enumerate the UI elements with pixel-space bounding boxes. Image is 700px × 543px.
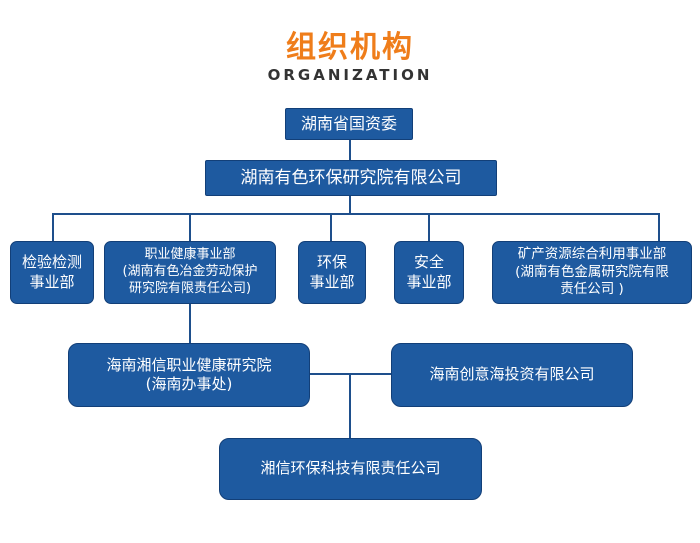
node-hainan-xiangxin: 海南湘信职业健康研究院 (海南办事处) <box>68 343 310 407</box>
connector-drop-environment <box>330 213 332 241</box>
node-occupational: 职业健康事业部 (湖南有色冶金劳动保护 研究院有限责任公司) <box>104 241 276 304</box>
node-mineral-line-1: 矿产资源综合利用事业部 <box>517 246 667 263</box>
connector-drop-inspection <box>52 213 54 241</box>
node-occupational-line-3: 研究院有限责任公司) <box>128 280 252 296</box>
node-environment: 环保 事业部 <box>298 241 366 304</box>
connector-institute-bus <box>349 196 351 214</box>
connector-bridge-xiangxin <box>349 373 351 438</box>
node-occupational-line-2: (湖南有色冶金劳动保护 <box>122 264 258 280</box>
node-institute-label: 湖南有色环保研究院有限公司 <box>240 167 462 188</box>
page-title: 组织机构 <box>286 30 414 65</box>
node-safety: 安全 事业部 <box>394 241 464 304</box>
connector-root-institute <box>349 139 351 160</box>
node-mineral-line-3: 责任公司 ) <box>560 281 624 298</box>
node-inspection-line-1: 检验检测 <box>21 253 82 271</box>
node-safety-line-1: 安全 <box>413 253 444 271</box>
node-hainan-chuangyi: 海南创意海投资有限公司 <box>391 343 633 407</box>
node-hainan-chuangyi-label: 海南创意海投资有限公司 <box>429 365 595 384</box>
connector-drop-occupational <box>189 213 191 241</box>
node-xiangxin-env-label: 湘信环保科技有限责任公司 <box>260 459 441 478</box>
node-inspection: 检验检测 事业部 <box>10 241 94 304</box>
node-environment-line-1: 环保 <box>316 253 347 271</box>
connector-drop-safety <box>428 213 430 241</box>
connector-occupational-hainan <box>189 303 191 343</box>
node-mineral: 矿产资源综合利用事业部 (湖南有色金属研究院有限 责任公司 ) <box>492 241 692 304</box>
node-mineral-line-2: (湖南有色金属研究院有限 <box>515 263 669 280</box>
node-safety-line-2: 事业部 <box>406 272 452 291</box>
page-subtitle: ORGANIZATION <box>267 66 433 84</box>
node-inspection-line-2: 事业部 <box>29 272 75 291</box>
connector-drop-mineral <box>658 213 660 241</box>
node-xiangxin-env: 湘信环保科技有限责任公司 <box>219 438 482 500</box>
node-hainan-xiangxin-line-1: 海南湘信职业健康研究院 <box>106 355 272 374</box>
node-occupational-line-1: 职业健康事业部 <box>144 247 236 263</box>
connector-bus-horizontal <box>52 213 660 215</box>
node-root: 湖南省国资委 <box>285 108 413 140</box>
node-hainan-xiangxin-line-2: (海南办事处) <box>145 375 233 393</box>
node-root-label: 湖南省国资委 <box>300 113 397 133</box>
node-institute: 湖南有色环保研究院有限公司 <box>205 160 497 196</box>
node-environment-line-2: 事业部 <box>309 272 355 291</box>
